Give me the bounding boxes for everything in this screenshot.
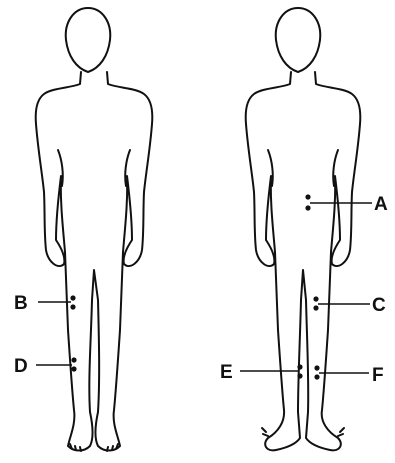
point-c-dot-upper: [313, 296, 318, 301]
front-body-outline: [36, 72, 153, 451]
point-d-label: D: [14, 356, 28, 377]
point-c-dot-lower: [313, 305, 318, 310]
point-a-dot-upper: [305, 194, 310, 199]
back-head: [276, 8, 321, 72]
front-head: [66, 8, 111, 72]
point-e-dot-lower: [297, 373, 302, 378]
point-f-label: F: [372, 365, 384, 386]
point-b-dot-upper: [70, 295, 75, 300]
point-e-dot-upper: [297, 364, 302, 369]
point-f-dot-upper: [314, 365, 319, 370]
back-right-toes: [338, 428, 344, 436]
point-d: D: [14, 356, 77, 377]
point-c-label: C: [372, 295, 386, 316]
front-body-figure: [36, 8, 153, 451]
point-a-label: A: [374, 194, 388, 215]
point-b-dot-lower: [70, 304, 75, 309]
point-a: A: [305, 194, 388, 215]
point-f-dot-lower: [314, 374, 319, 379]
point-e: E: [220, 362, 303, 383]
point-c: C: [313, 295, 386, 316]
back-left-toes: [262, 428, 268, 436]
point-d-dot-upper: [71, 357, 76, 362]
point-d-dot-lower: [71, 366, 76, 371]
back-body-outline: [246, 72, 361, 450]
back-body-figure: [246, 8, 361, 450]
point-b-label: B: [14, 293, 28, 314]
point-e-label: E: [220, 362, 233, 383]
point-a-dot-lower: [305, 205, 310, 210]
